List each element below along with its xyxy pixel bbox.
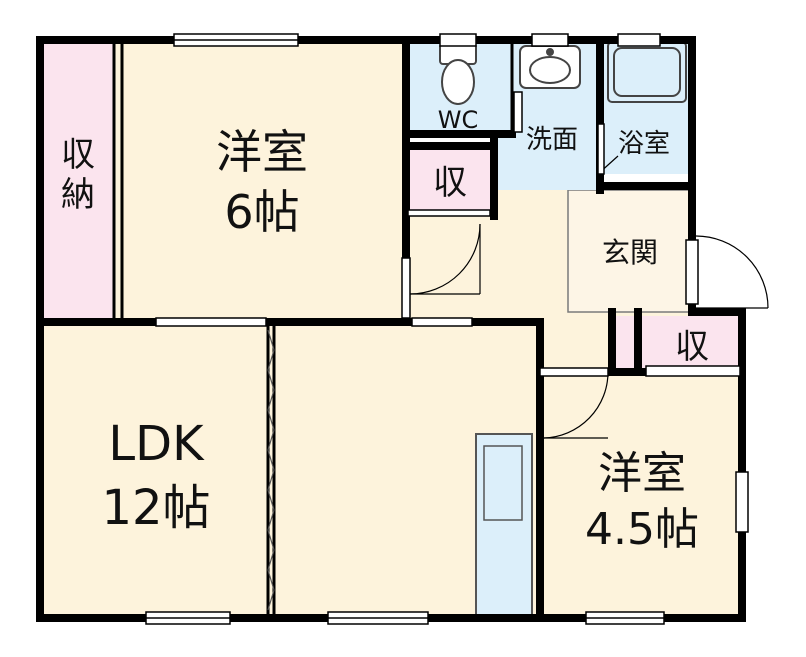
western-6-name: 洋室	[216, 125, 308, 179]
western-6-size: 6帖	[224, 185, 299, 239]
small-closet-floor	[642, 316, 742, 368]
door-swings	[409, 155, 769, 439]
bath-label: 浴室	[618, 129, 670, 159]
washroom-label: 洗面	[526, 125, 578, 155]
doorway-gaps	[155, 91, 741, 377]
small-closet-label: 収	[675, 327, 709, 367]
western-4-5-floor	[544, 372, 742, 618]
wash-basin-icon	[519, 45, 581, 89]
sliding-partition	[267, 329, 275, 611]
wc-label: WC	[438, 106, 479, 134]
hall-closet-label: 収	[433, 163, 467, 203]
ldk-size: 12帖	[101, 480, 210, 536]
western-4-5-size: 4.5帖	[585, 504, 699, 555]
storage-closet-floor	[40, 40, 114, 322]
ldk-floor	[40, 322, 540, 618]
storage-closet-label: 収納	[61, 135, 95, 215]
toilet-icon	[439, 43, 477, 105]
hall-lower-floor	[540, 322, 612, 372]
windows	[145, 33, 749, 625]
entrance-label: 玄関	[602, 236, 658, 269]
western-6-floor	[114, 40, 406, 322]
western-4-5-name: 洋室	[598, 448, 686, 499]
ldk-name: LDK	[108, 416, 205, 472]
hall-closet-floor	[410, 146, 490, 216]
bathtub-icon	[607, 41, 687, 103]
kitchen-sink	[483, 445, 523, 521]
